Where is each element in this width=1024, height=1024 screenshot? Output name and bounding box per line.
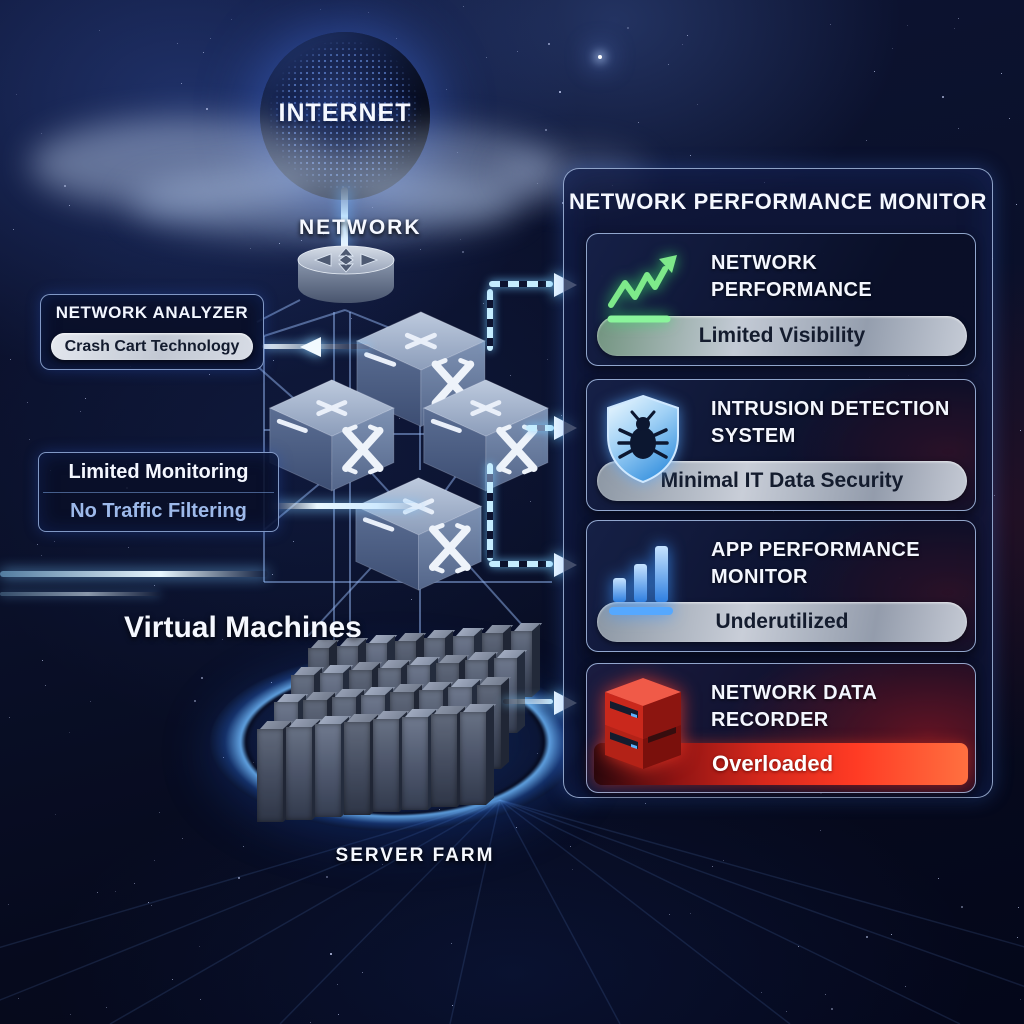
tower-side-face	[516, 650, 525, 733]
no-traffic-filtering-label: No Traffic Filtering	[70, 500, 247, 522]
card-network-data-recorder: NETWORK DATA RECORDER Overloaded	[586, 663, 976, 793]
tower-side-face	[532, 623, 540, 697]
panel-title: NETWORK PERFORMANCE MONITOR	[569, 189, 987, 214]
limited-monitoring-label: Limited Monitoring	[68, 461, 249, 483]
card-app-performance: APP PERFORMANCE MONITOR Underutilized	[586, 520, 976, 652]
network-label: NETWORK	[299, 216, 422, 239]
glow-beam	[0, 571, 268, 577]
server-tower	[402, 708, 438, 810]
tower-front-face	[257, 729, 283, 822]
dashed-link	[489, 281, 553, 287]
tower-side-face	[485, 704, 494, 805]
tower-side-face	[501, 677, 509, 769]
server-tower	[344, 713, 380, 815]
monitoring-limitations-box: Limited Monitoring No Traffic Filtering	[38, 452, 279, 532]
network-analyzer-title: NETWORK ANALYZER	[55, 303, 249, 322]
tower-front-face	[286, 726, 312, 820]
card-network-performance: NETWORK PERFORMANCE Limited Visibility	[586, 233, 976, 366]
server-farm-beam	[503, 699, 553, 704]
virtual-machines-label: Virtual Machines	[124, 611, 362, 644]
server-tower	[315, 716, 351, 817]
tower-front-face	[373, 719, 399, 812]
tower-front-face	[460, 711, 486, 805]
card-title: INTRUSION DETECTION SYSTEM	[711, 398, 950, 447]
line-chart-icon	[607, 255, 677, 323]
bar-chart-icon	[609, 546, 673, 615]
server-tower	[373, 711, 409, 812]
dashed-link	[487, 463, 493, 561]
card-title: NETWORK PERFORMANCE	[711, 252, 873, 301]
server-tower	[257, 721, 293, 822]
card-title: NETWORK DATA RECORDER	[711, 682, 877, 731]
tower-front-face	[402, 716, 428, 810]
dashed-link	[487, 289, 493, 351]
glow-beam	[0, 592, 160, 596]
shield-bug-icon	[607, 394, 679, 484]
arrowhead-to-analyzer	[300, 337, 321, 357]
network-performance-monitor-panel: NETWORK PERFORMANCE MONITOR NETWORK PERF…	[563, 168, 993, 798]
server-stack-icon	[605, 678, 681, 769]
card-title: APP PERFORMANCE MONITOR	[711, 539, 920, 588]
tower-front-face	[344, 721, 370, 815]
server-tower	[431, 706, 467, 807]
tower-front-face	[315, 724, 341, 817]
crash-cart-tag: Crash Cart Technology	[51, 333, 253, 360]
monitoring-beam	[272, 503, 422, 509]
dashed-link	[526, 425, 554, 431]
server-tower	[460, 703, 496, 805]
tower-front-face	[431, 714, 457, 807]
network-analyzer-box: NETWORK ANALYZER Crash Cart Technology	[40, 294, 264, 370]
server-farm-label: SERVER FARM	[335, 845, 495, 866]
dashed-link	[489, 561, 553, 567]
server-tower	[286, 718, 322, 820]
card-intrusion-detection: INTRUSION DETECTION SYSTEM Minimal IT Da…	[586, 379, 976, 511]
